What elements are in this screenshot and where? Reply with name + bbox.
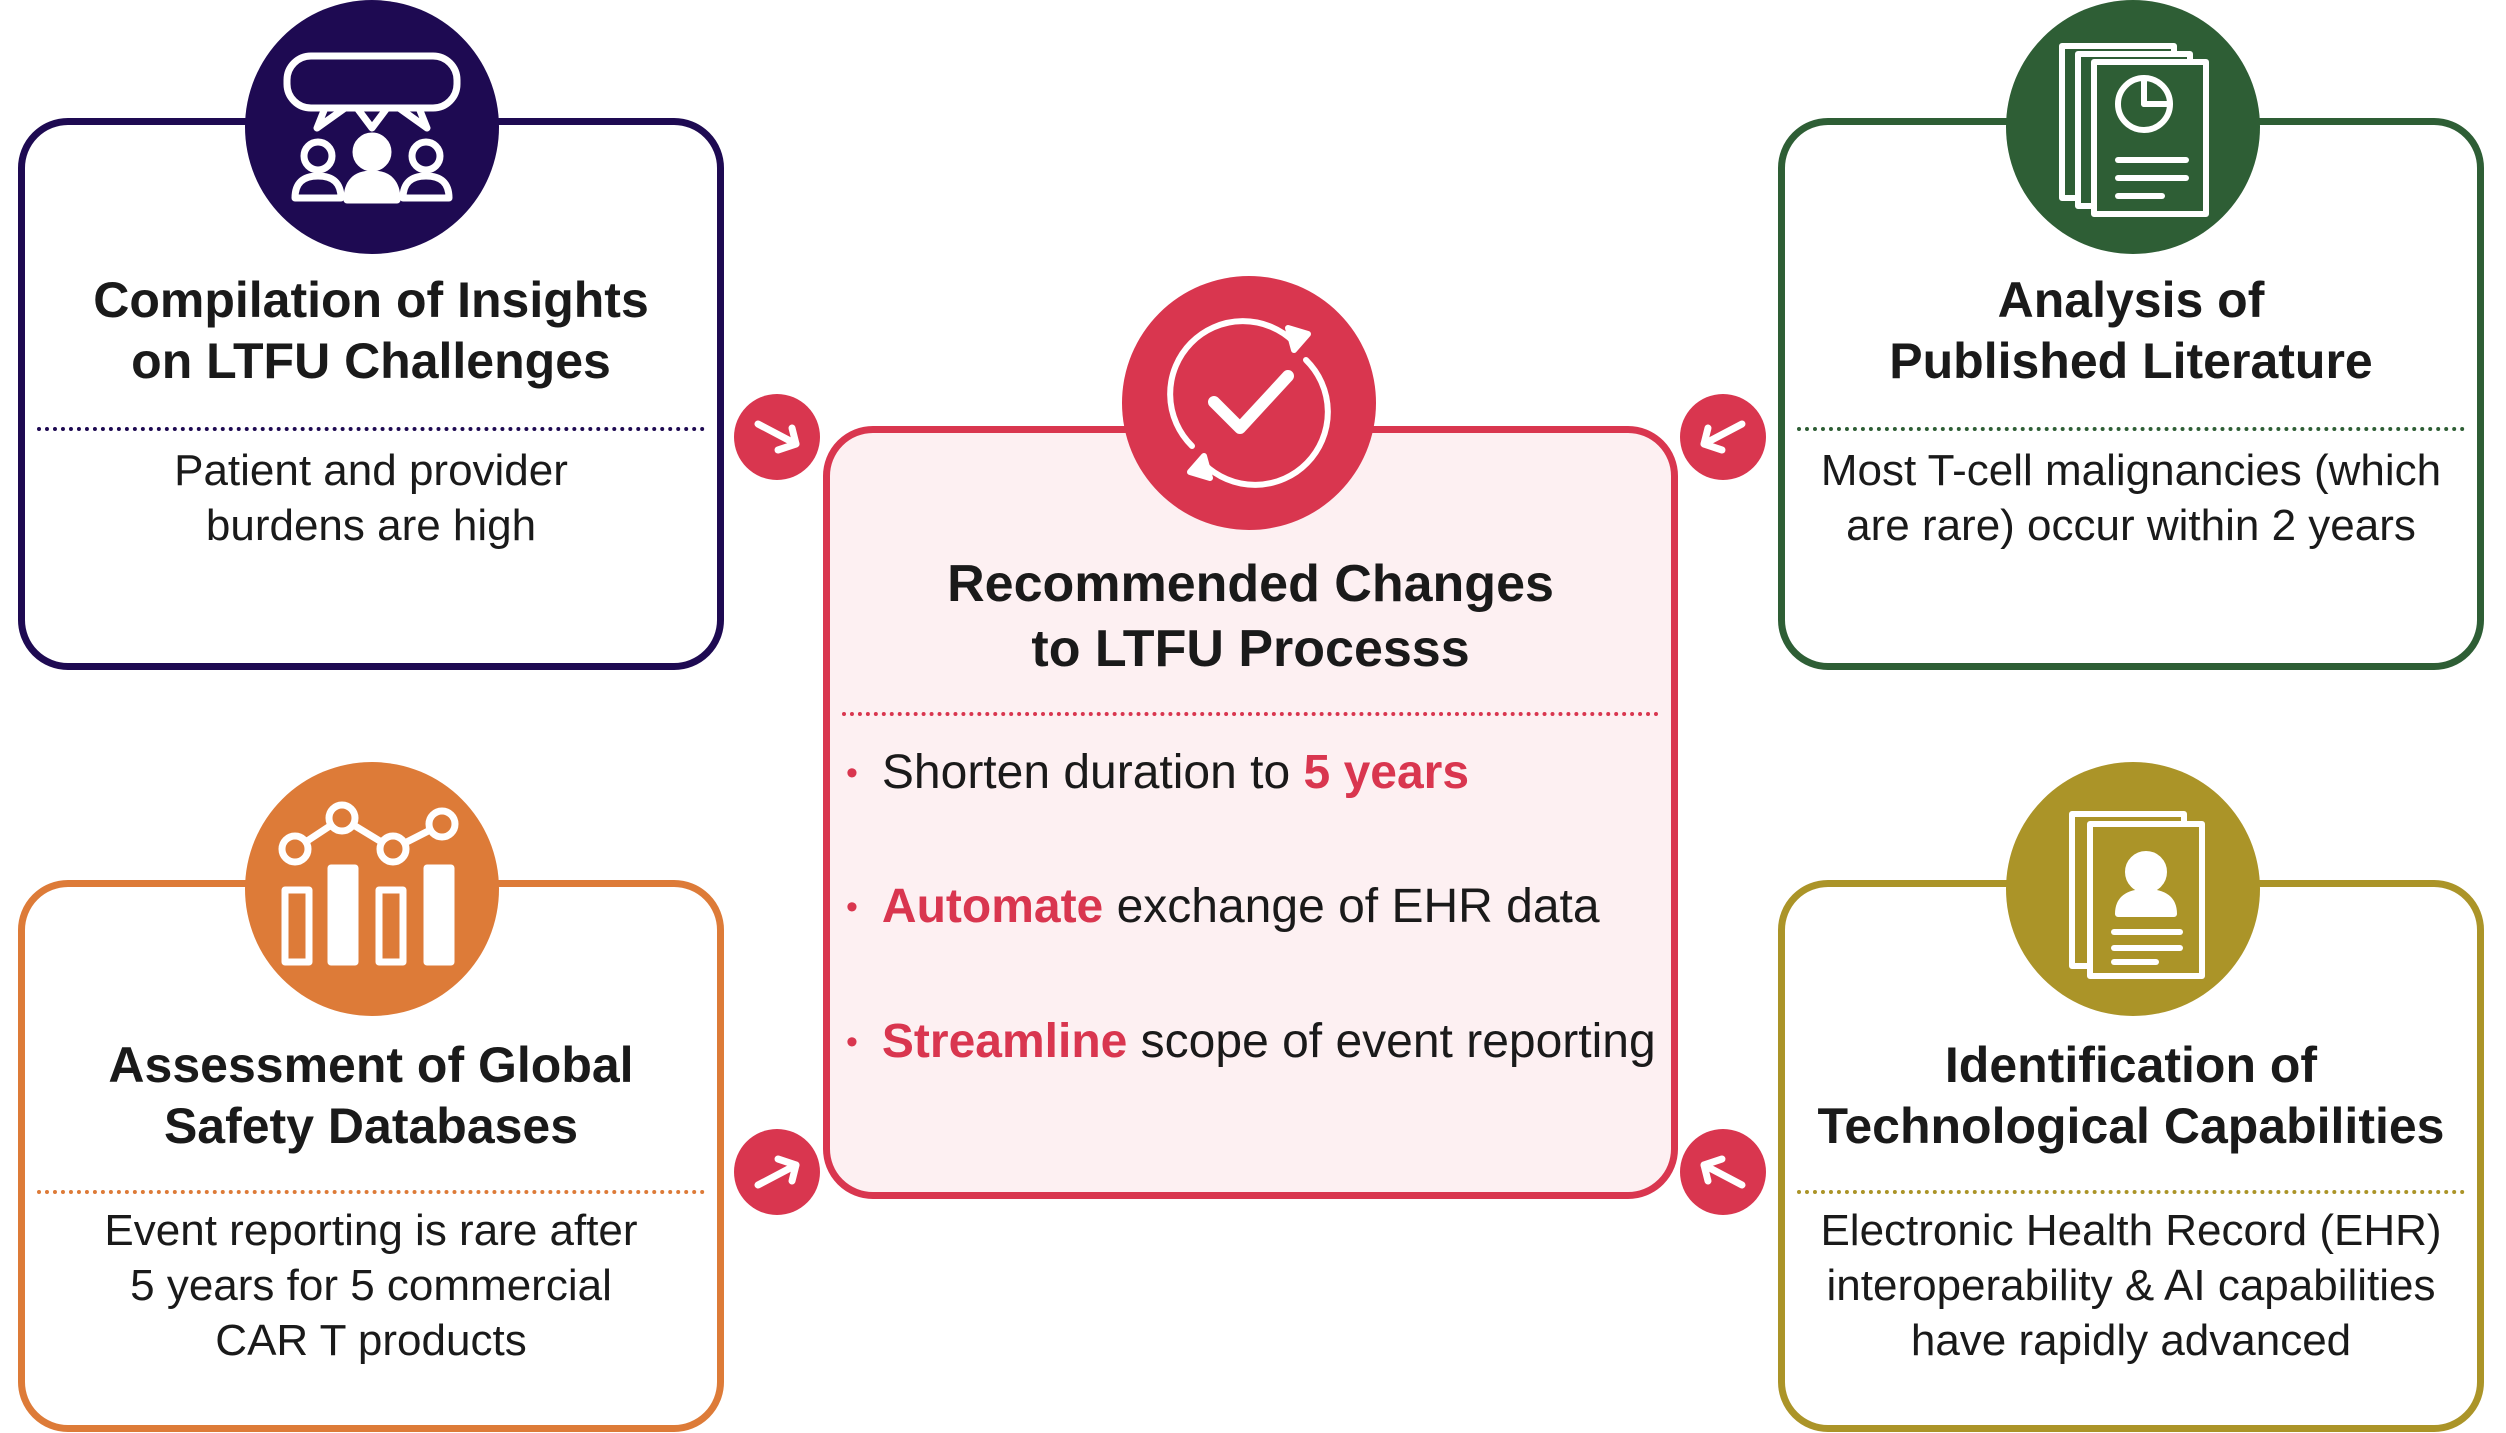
safety-databases-title: Assessment of Global Safety Databases <box>108 1037 634 1154</box>
safety-databases-box: Assessment of Global Safety Databases Ev… <box>18 880 724 1432</box>
insights-divider <box>37 427 705 431</box>
insights-body: Patient and provider burdens are high <box>174 446 568 550</box>
safety-databases-divider <box>37 1190 705 1194</box>
tech-capabilities-title: Identification of Technological Capabili… <box>1817 1037 2445 1154</box>
literature-body: Most T-cell malignancies (which are rare… <box>1820 446 2442 550</box>
bullet-dot: • <box>846 888 858 926</box>
bullet-dot: • <box>846 1023 858 1061</box>
tech-capabilities-divider <box>1797 1190 2465 1194</box>
discussion-group-icon <box>245 0 499 254</box>
bullet-streamline-reporting: •Streamline scope of event reporting <box>846 1015 1656 1068</box>
arrow-bottom-right-icon <box>1680 1129 1766 1215</box>
recommended-changes-title: Recommended Changes to LTFU Processs <box>947 555 1554 678</box>
insights-title: Compilation of Insights on LTFU Challeng… <box>93 272 649 389</box>
analytics-chart-icon <box>245 762 499 1016</box>
bullet-shorten-duration: •Shorten duration to 5 years <box>846 746 1470 799</box>
arrow-bottom-left-icon <box>734 1129 820 1215</box>
safety-databases-body: Event reporting is rare after 5 years fo… <box>104 1206 638 1365</box>
tech-capabilities-body: Electronic Health Record (EHR) interoper… <box>1820 1206 2442 1365</box>
profile-document-icon <box>2006 762 2260 1016</box>
bullet-automate-ehr: •Automate exchange of EHR data <box>846 880 1600 933</box>
report-document-icon <box>2006 0 2260 254</box>
recommended-changes-box: Recommended Changes to LTFU Processs •Sh… <box>823 426 1678 1199</box>
arrow-top-right-icon <box>1680 394 1766 480</box>
arrow-top-left-icon <box>734 394 820 480</box>
bullet-dot: • <box>846 754 858 792</box>
literature-divider <box>1797 427 2465 431</box>
refresh-check-icon <box>1122 276 1376 530</box>
literature-title: Analysis of Published Literature <box>1889 272 2373 389</box>
recommended-changes-divider <box>842 712 1659 716</box>
